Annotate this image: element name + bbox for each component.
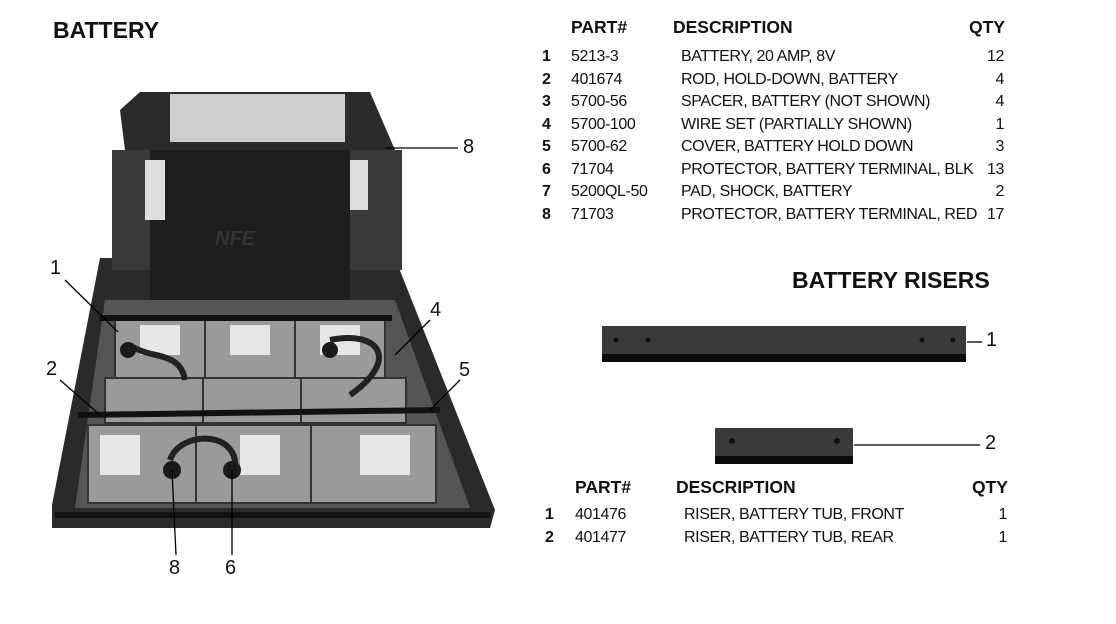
- quantity: 1: [998, 529, 1008, 546]
- riser-callout-2: 2: [985, 432, 997, 454]
- row-number: 8: [542, 205, 551, 223]
- riser-rear: [715, 428, 853, 456]
- callout-1: 1: [50, 257, 62, 279]
- description: COVER, BATTERY HOLD DOWN: [681, 138, 914, 155]
- part-number: 401674: [571, 70, 622, 88]
- header-description: DESCRIPTION: [676, 477, 796, 497]
- quantity: 1: [998, 506, 1008, 523]
- risers-title: BATTERY RISERS: [792, 267, 990, 293]
- quantity: 1: [995, 115, 1005, 133]
- callout-6: 6: [225, 557, 237, 579]
- description: RISER, BATTERY TUB, FRONT: [684, 506, 904, 523]
- row-number: 6: [542, 160, 551, 178]
- row-number: 7: [542, 183, 551, 200]
- part-number: 401477: [575, 529, 626, 546]
- nfe-logo: NFE: [215, 228, 256, 250]
- row-number: 5: [542, 138, 551, 155]
- header-qty: QTY: [969, 17, 1005, 37]
- header-part: PART#: [571, 17, 628, 37]
- description: SPACER, BATTERY (NOT SHOWN): [681, 93, 931, 110]
- callout-7: 8: [463, 136, 475, 158]
- header-part: PART#: [575, 477, 632, 497]
- callout-8: 8: [169, 557, 181, 579]
- description: PROTECTOR, BATTERY TERMINAL, BLK: [681, 160, 974, 178]
- battery-tub-photo: NFE: [52, 92, 495, 556]
- quantity: 4: [995, 93, 1005, 110]
- quantity: 4: [995, 70, 1005, 88]
- header-qty: QTY: [972, 477, 1008, 497]
- description: RISER, BATTERY TUB, REAR: [684, 529, 894, 546]
- riser-front: [602, 326, 966, 354]
- part-number: 5700-56: [571, 93, 627, 110]
- quantity: 17: [987, 205, 1004, 223]
- part-number: 71703: [571, 205, 614, 223]
- quantity: 13: [987, 160, 1004, 178]
- part-number: 5700-62: [571, 138, 627, 155]
- quantity: 3: [995, 138, 1005, 155]
- part-number: 5213-3: [571, 48, 619, 65]
- row-number: 2: [542, 70, 551, 88]
- row-number: 4: [542, 115, 551, 133]
- battery-title: BATTERY: [53, 17, 160, 43]
- description: BATTERY, 20 AMP, 8V: [681, 48, 835, 65]
- row-number: 2: [545, 529, 554, 546]
- quantity: 12: [987, 48, 1004, 65]
- part-number: 5700-100: [571, 115, 636, 133]
- part-number: 71704: [571, 160, 614, 178]
- callout-4: 4: [430, 299, 442, 321]
- header-description: DESCRIPTION: [673, 17, 793, 37]
- description: ROD, HOLD-DOWN, BATTERY: [681, 70, 898, 88]
- description: WIRE SET (PARTIALLY SHOWN): [681, 115, 912, 133]
- quantity: 2: [995, 183, 1005, 200]
- row-number: 1: [545, 506, 554, 523]
- row-number: 1: [542, 48, 551, 65]
- part-number: 5200QL-50: [571, 183, 648, 200]
- description: PROTECTOR, BATTERY TERMINAL, RED: [681, 205, 977, 223]
- description: PAD, SHOCK, BATTERY: [681, 183, 853, 200]
- part-number: 401476: [575, 506, 626, 523]
- riser-callout-1: 1: [986, 329, 998, 351]
- row-number: 3: [542, 93, 551, 110]
- callout-5: 5: [459, 359, 471, 381]
- callout-2: 2: [46, 358, 58, 380]
